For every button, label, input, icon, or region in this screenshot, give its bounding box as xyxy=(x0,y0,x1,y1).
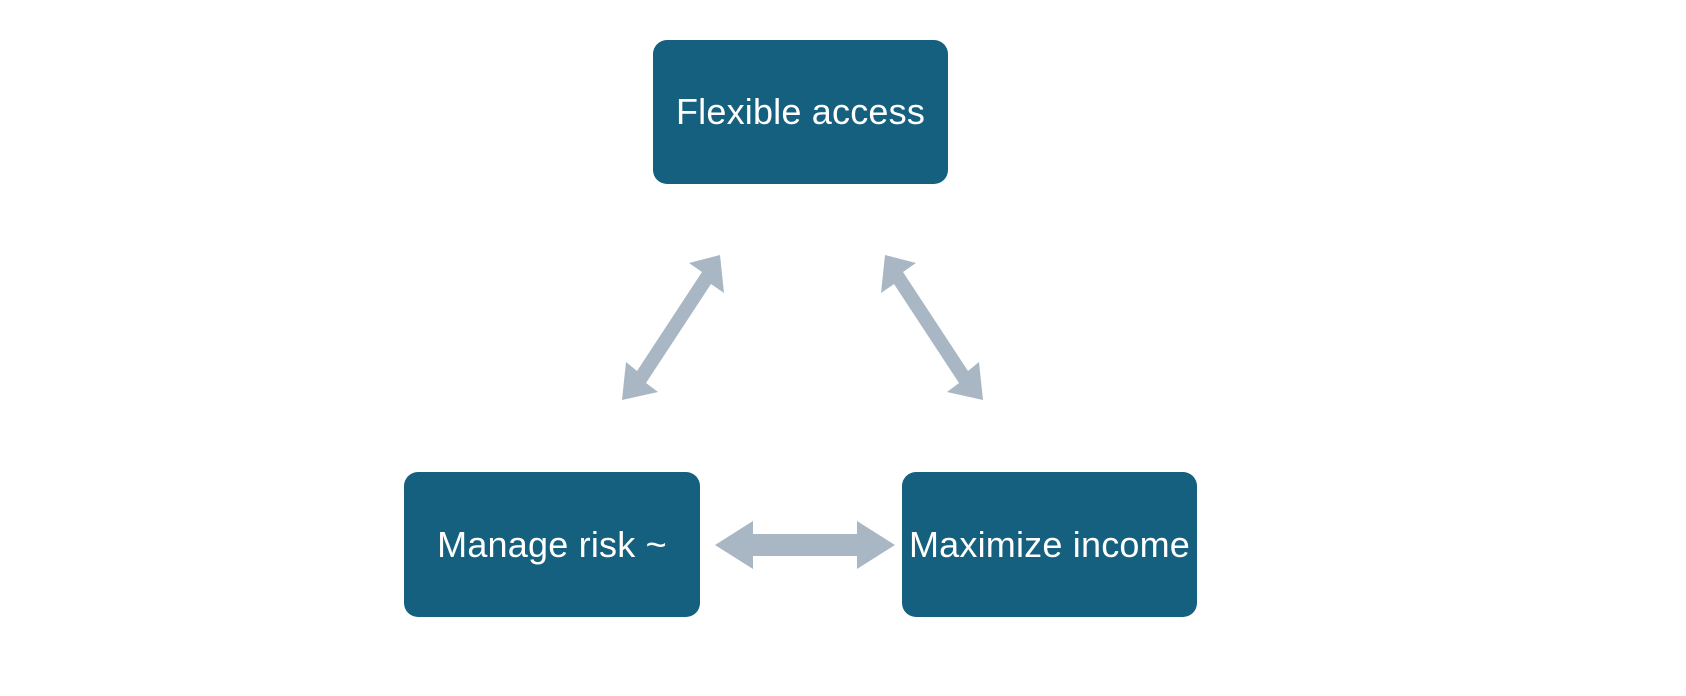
double-arrow-icon-manage-risk-to-flexible-access xyxy=(622,255,724,400)
node-flexible-access[interactable]: Flexible access xyxy=(653,40,948,184)
node-maximize-income-label: Maximize income xyxy=(908,523,1191,565)
double-arrow-icon-maximize-income-to-flexible-access xyxy=(881,255,983,400)
node-flexible-access-label: Flexible access xyxy=(675,91,926,133)
node-manage-risk-label: Manage risk ~ xyxy=(437,523,667,565)
node-manage-risk[interactable]: Manage risk ~ xyxy=(404,472,700,617)
node-maximize-income[interactable]: Maximize income xyxy=(902,472,1197,617)
double-arrow-icon-manage-risk-to-maximize-income xyxy=(715,521,895,569)
